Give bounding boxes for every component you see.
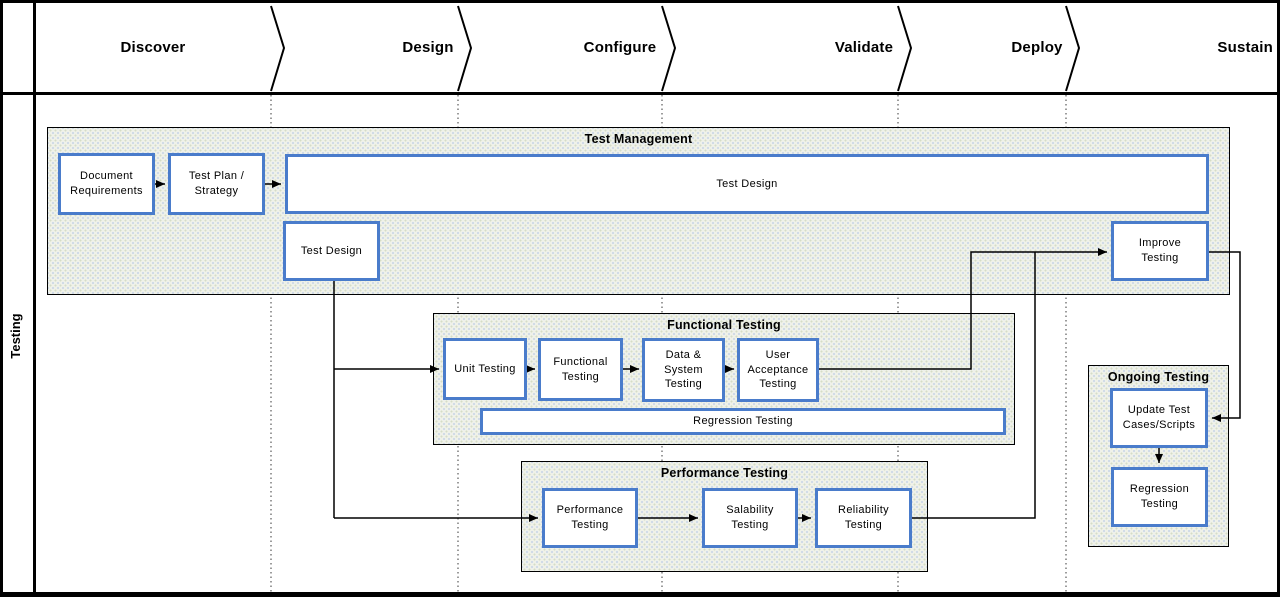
phase-label-configure: Configure [583, 39, 657, 56]
node-unit-testing: Unit Testing [443, 338, 527, 400]
node-salability-testing: Salability Testing [702, 488, 798, 548]
lane-divider [33, 3, 36, 592]
phase-label-discover: Discover [120, 39, 186, 56]
header-underline [3, 92, 1277, 95]
node-update-test-cases: Update Test Cases/Scripts [1110, 388, 1208, 448]
node-regression-testing-bar: Regression Testing [480, 408, 1006, 435]
node-improve-testing: Improve Testing [1111, 221, 1209, 281]
node-test-design: Test Design [283, 221, 380, 281]
phase-label-validate: Validate [834, 39, 894, 56]
group-title-test-management: Test Management [584, 132, 693, 146]
phase-label-sustain: Sustain [1217, 39, 1273, 56]
node-performance-testing: Performance Testing [542, 488, 638, 548]
node-test-design-wide: Test Design [285, 154, 1209, 214]
phase-label-design: Design [402, 39, 454, 56]
node-data-system-testing: Data & System Testing [642, 338, 725, 402]
phase-label-deploy: Deploy [1011, 39, 1063, 56]
node-functional-testing: Functional Testing [538, 338, 623, 401]
group-title-performance-testing: Performance Testing [660, 466, 789, 480]
node-regression-testing-ongoing: Regression Testing [1111, 467, 1208, 527]
group-title-ongoing-testing: Ongoing Testing [1107, 370, 1210, 384]
node-reliability-testing: Reliability Testing [815, 488, 912, 548]
node-test-plan-strategy: Test Plan / Strategy [168, 153, 265, 215]
group-title-functional-testing: Functional Testing [667, 318, 781, 332]
node-document-requirements: Document Requirements [58, 153, 155, 215]
node-user-acceptance-testing: User Acceptance Testing [737, 338, 819, 402]
phase-header-band [3, 3, 1277, 92]
lane-label-testing: Testing [8, 313, 23, 359]
